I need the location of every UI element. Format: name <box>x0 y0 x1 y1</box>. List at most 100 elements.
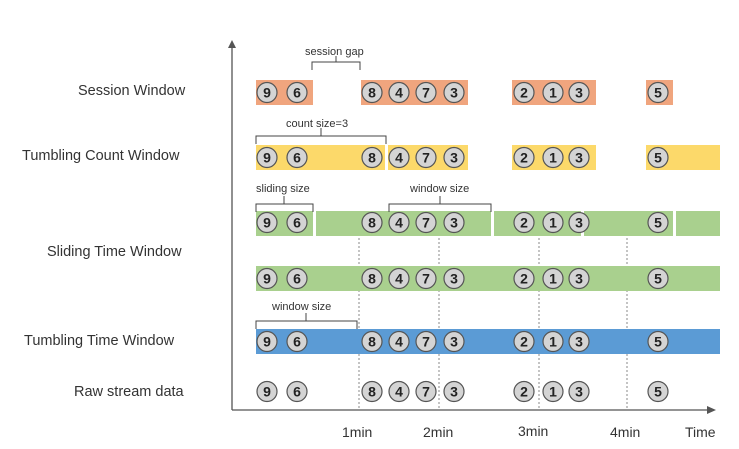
row-label-raw: Raw stream data <box>74 384 185 400</box>
window-size-sliding-label: window size <box>409 183 469 195</box>
event-value: 3 <box>575 334 583 350</box>
event-circle <box>647 146 669 169</box>
event-circle <box>388 211 410 234</box>
sliding-time-a-window-3 <box>494 211 581 236</box>
session-event-7: 2 <box>513 81 535 104</box>
event-circle <box>568 81 590 104</box>
event-circle <box>361 146 383 169</box>
event-value: 1 <box>549 215 557 231</box>
event-value: 1 <box>549 334 557 350</box>
tick-label-1min: 1min <box>342 424 372 440</box>
event-value: 3 <box>450 150 458 166</box>
event-value: 3 <box>575 271 583 287</box>
event-value: 6 <box>293 384 301 400</box>
event-circle <box>568 380 590 403</box>
event-value: 4 <box>395 215 403 231</box>
event-value: 8 <box>368 150 376 166</box>
event-value: 3 <box>450 384 458 400</box>
event-value: 5 <box>654 215 662 231</box>
event-value: 9 <box>263 334 271 350</box>
tumbling-time-event-5: 7 <box>415 330 437 353</box>
event-circle <box>256 211 278 234</box>
window-size-tumbling-label: window size <box>271 301 331 313</box>
event-value: 1 <box>549 150 557 166</box>
row-label-session: Session Window <box>78 83 186 99</box>
raw-event-8: 1 <box>542 380 564 403</box>
event-value: 8 <box>368 384 376 400</box>
event-circle <box>443 146 465 169</box>
event-circle <box>415 81 437 104</box>
sliding-time-b-event-9: 3 <box>568 267 590 290</box>
raw-event-2: 6 <box>286 380 308 403</box>
minute-lines <box>358 214 628 410</box>
tumbling-time-event-4: 4 <box>388 330 410 353</box>
raw-event-10: 5 <box>647 380 669 403</box>
event-circle <box>388 380 410 403</box>
event-circle <box>286 211 308 234</box>
tumbling-count-event-1: 9 <box>256 146 278 169</box>
tumbling-count-event-7: 2 <box>513 146 535 169</box>
tick-label-2min: 2min <box>423 424 453 440</box>
sliding-time-a-event-5: 7 <box>415 211 437 234</box>
event-circle <box>286 330 308 353</box>
sliding-time-a-event-7: 2 <box>513 211 535 234</box>
event-circle <box>443 211 465 234</box>
event-value: 7 <box>422 150 430 166</box>
event-circle <box>647 330 669 353</box>
event-value: 6 <box>293 334 301 350</box>
event-circle <box>415 267 437 290</box>
sliding-time-a-event-2: 6 <box>286 211 308 234</box>
session-event-2: 6 <box>286 81 308 104</box>
tumbling-time-event-6: 3 <box>443 330 465 353</box>
tumbling-count-event-9: 3 <box>568 146 590 169</box>
raw-event-4: 4 <box>388 380 410 403</box>
session-event-9: 3 <box>568 81 590 104</box>
tumbling-time-window-1 <box>256 329 720 354</box>
event-circle <box>542 380 564 403</box>
event-circle <box>513 146 535 169</box>
event-value: 5 <box>654 150 662 166</box>
event-value: 6 <box>293 150 301 166</box>
sliding-time-b-event-6: 3 <box>443 267 465 290</box>
event-value: 3 <box>450 271 458 287</box>
tumbling-count-event-6: 3 <box>443 146 465 169</box>
event-value: 6 <box>293 271 301 287</box>
sliding-time-b-event-1: 9 <box>256 267 278 290</box>
event-value: 4 <box>395 334 403 350</box>
event-circle <box>542 267 564 290</box>
event-value: 1 <box>549 85 557 101</box>
tumbling-count-event-4: 4 <box>388 146 410 169</box>
event-circle <box>361 330 383 353</box>
event-circle <box>443 81 465 104</box>
raw-event-9: 3 <box>568 380 590 403</box>
event-value: 4 <box>395 384 403 400</box>
event-circle <box>286 267 308 290</box>
event-value: 8 <box>368 271 376 287</box>
event-circle <box>513 267 535 290</box>
event-value: 7 <box>422 384 430 400</box>
raw-event-6: 3 <box>443 380 465 403</box>
event-circle <box>443 330 465 353</box>
tumbling-count-event-5: 7 <box>415 146 437 169</box>
event-circle <box>256 146 278 169</box>
event-circle <box>647 81 669 104</box>
event-value: 5 <box>654 85 662 101</box>
event-circle <box>568 146 590 169</box>
sliding-time-a-event-10: 5 <box>647 211 669 234</box>
event-value: 3 <box>575 215 583 231</box>
count-size-label: count size=3 <box>286 118 348 130</box>
event-circle <box>388 81 410 104</box>
row-label-sliding-time: Sliding Time Window <box>47 244 182 260</box>
session-event-8: 1 <box>542 81 564 104</box>
session-event-4: 4 <box>388 81 410 104</box>
raw-event-1: 9 <box>256 380 278 403</box>
sliding-time-b-event-8: 1 <box>542 267 564 290</box>
event-circle <box>513 380 535 403</box>
event-value: 2 <box>520 150 528 166</box>
event-circle <box>647 211 669 234</box>
raw-event-5: 7 <box>415 380 437 403</box>
window-size-sliding-brace <box>388 203 492 212</box>
event-value: 4 <box>395 150 403 166</box>
